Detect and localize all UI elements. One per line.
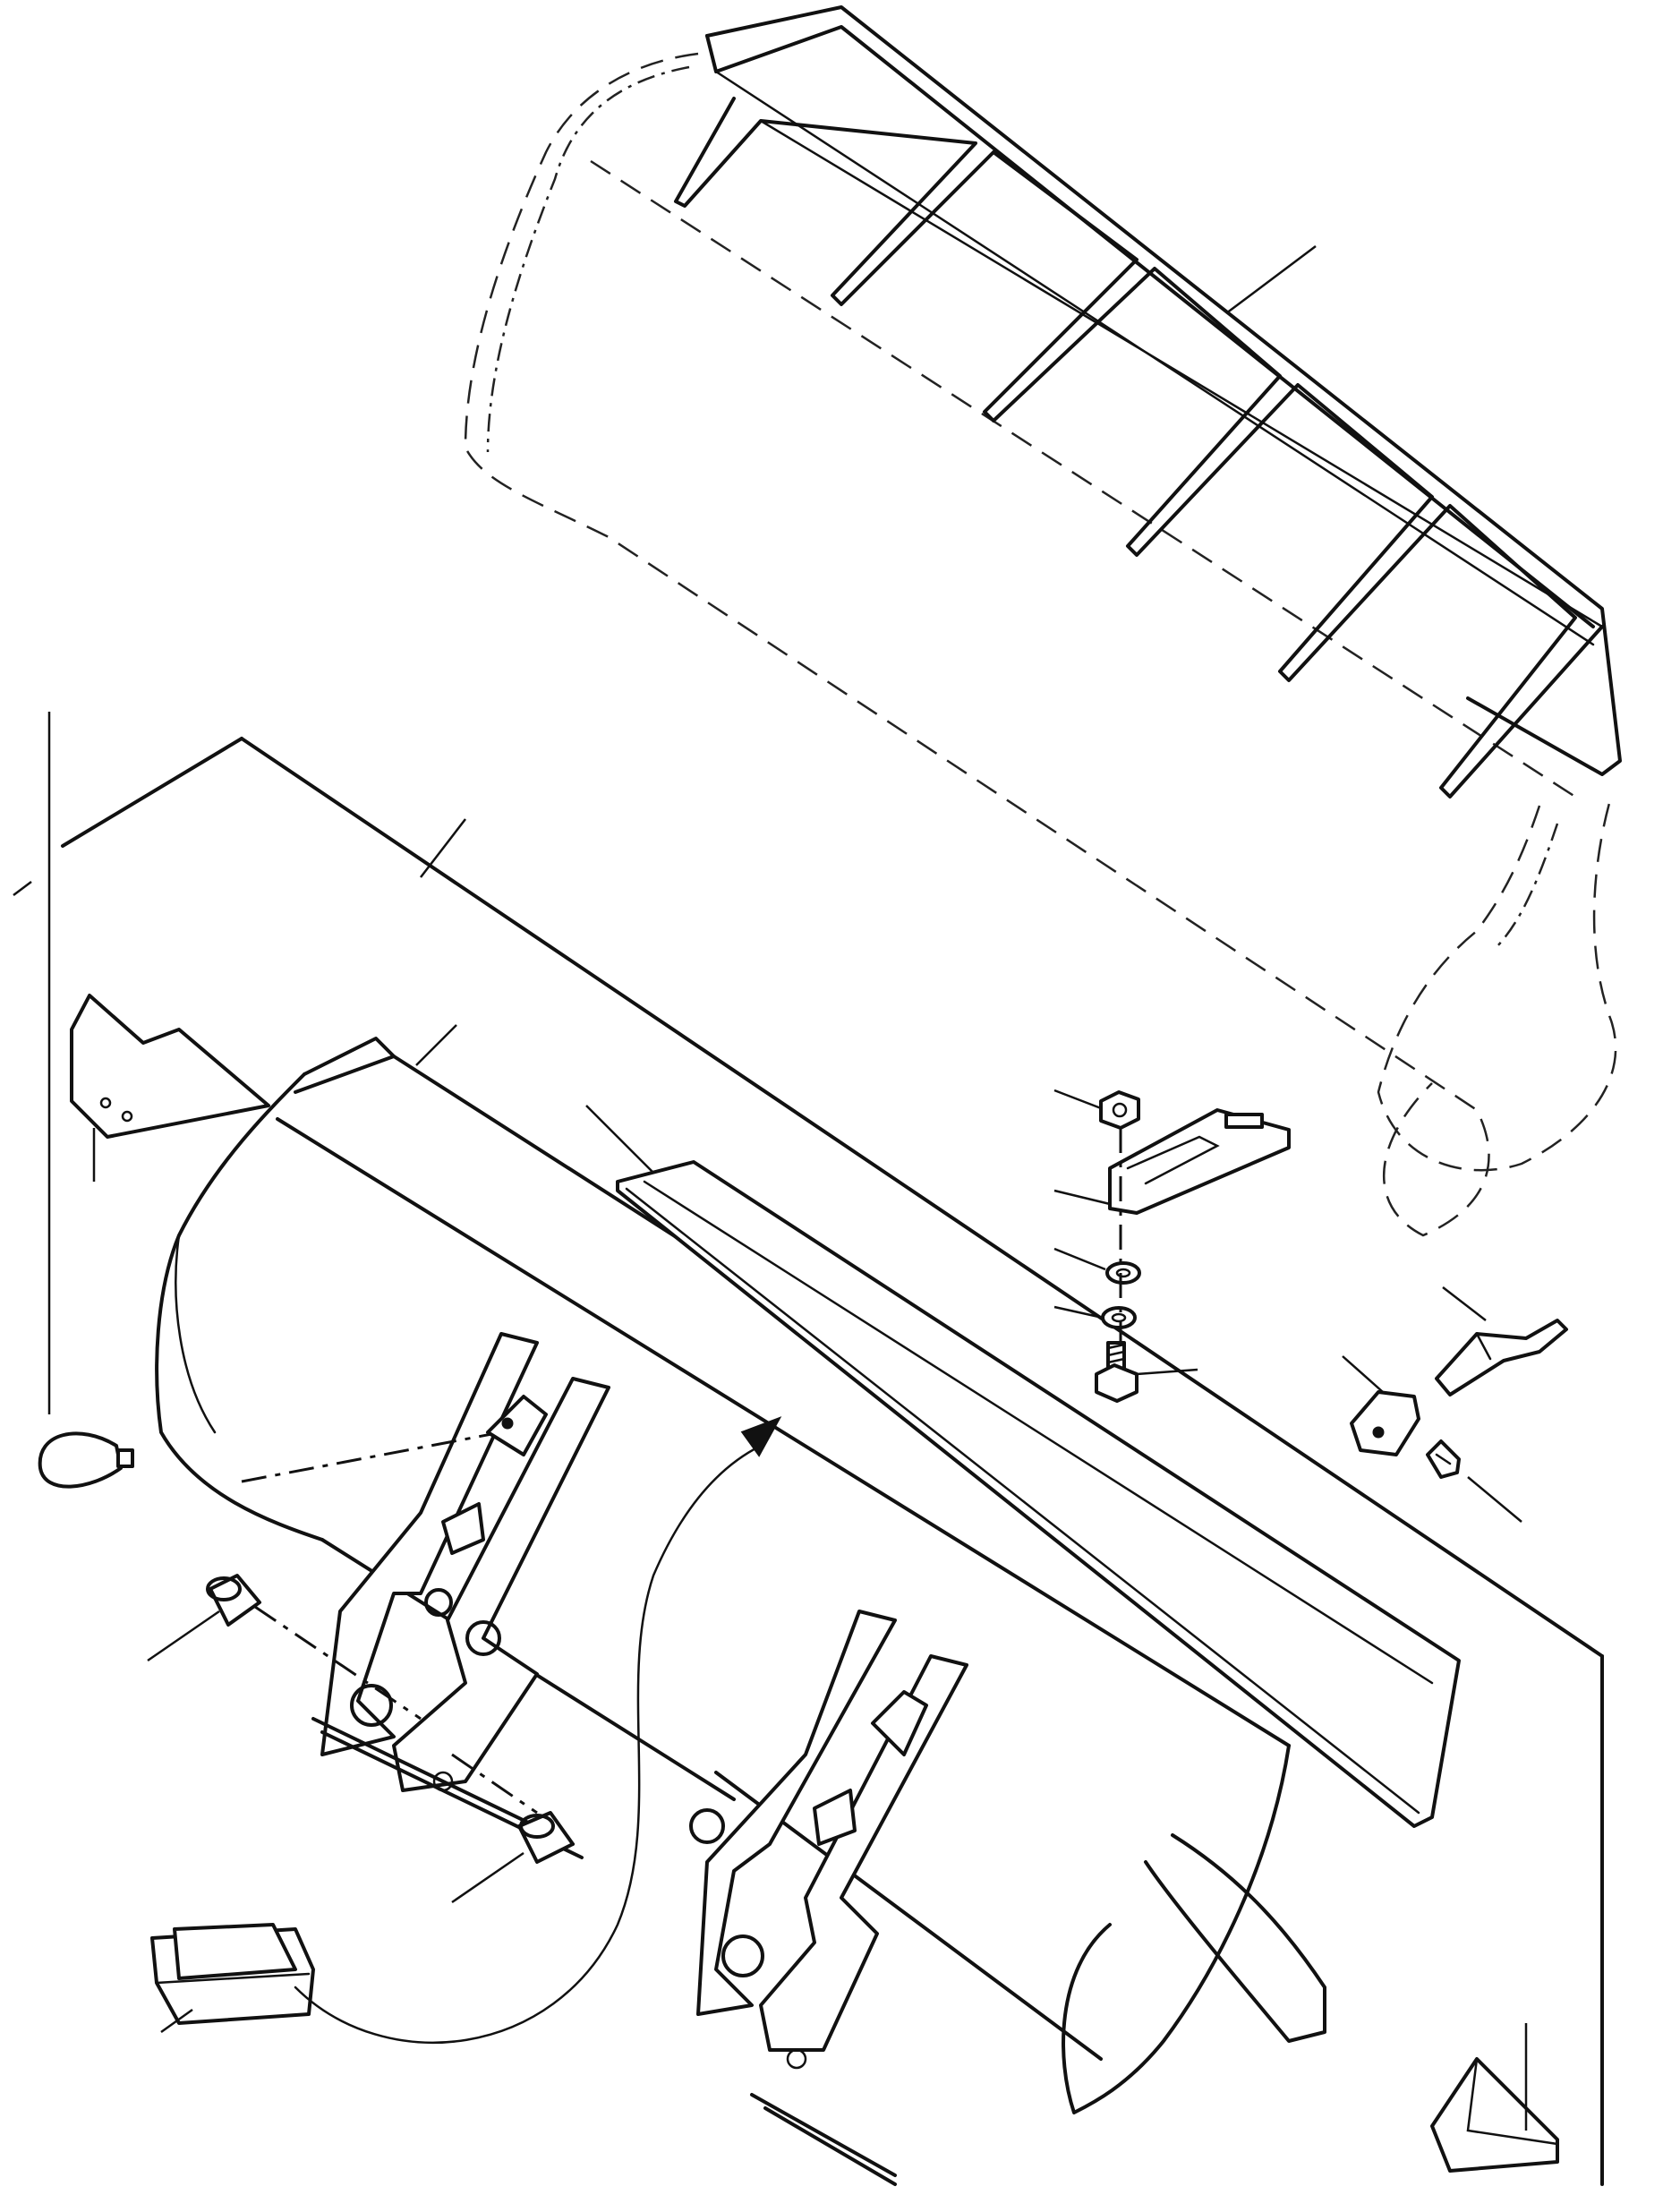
right-side-cutter xyxy=(1430,2023,1559,2173)
stop-cone-left xyxy=(486,1395,548,1456)
tooth-clip xyxy=(1426,1439,1522,1523)
hinge-block-right xyxy=(813,1789,857,1846)
tooth-adapter xyxy=(1053,1108,1291,1215)
rubber-pad xyxy=(150,1923,315,2034)
left-side-cutter xyxy=(70,994,270,1182)
bottom-wear-strips xyxy=(311,1717,897,2186)
bushing-2 xyxy=(451,1753,575,1904)
cutting-edge-blade xyxy=(585,1105,1461,1828)
rotation-arrow xyxy=(294,1416,782,2044)
stop-bumper xyxy=(13,712,502,1489)
hinge-bracket-left xyxy=(320,1332,610,1792)
tooth-point xyxy=(1435,1286,1568,1396)
upper-bucket-teeth-edge xyxy=(464,5,1622,1237)
washer-2 xyxy=(1053,1305,1137,1329)
hinge-block-left xyxy=(441,1502,485,1555)
bolt xyxy=(1095,1128,1198,1403)
stop-cone-right xyxy=(871,1690,928,1756)
hinge-bracket-right xyxy=(689,1610,968,2070)
bushing-1 xyxy=(147,1574,422,1721)
tooth-cap xyxy=(1342,1355,1420,1456)
washer-1 xyxy=(1053,1247,1141,1285)
nut xyxy=(1053,1089,1140,1130)
